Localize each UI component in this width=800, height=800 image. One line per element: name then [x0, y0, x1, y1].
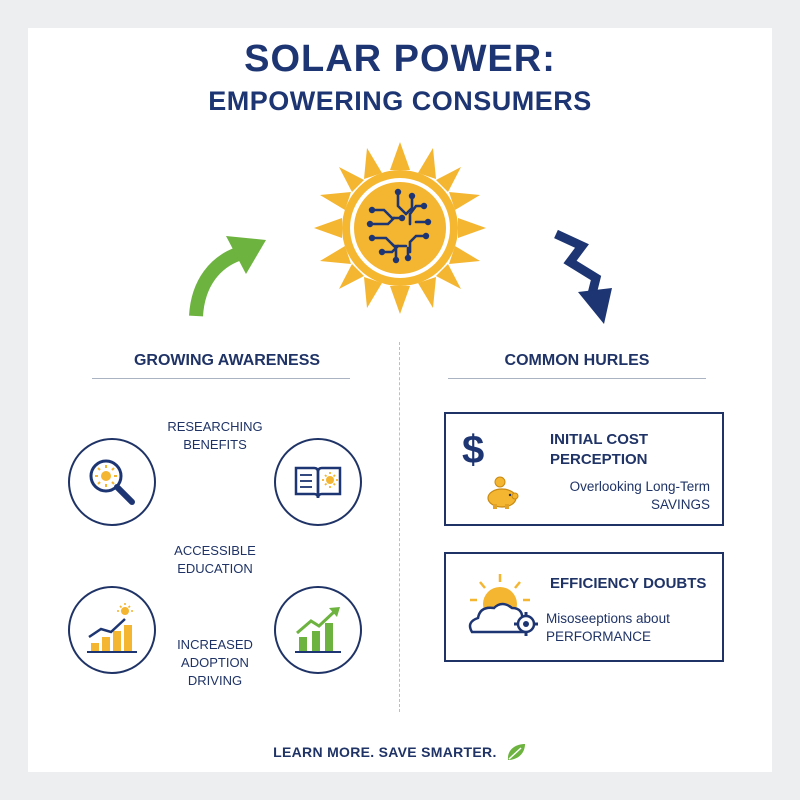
- label-researching-benefits: RESEARCHING BENEFITS: [167, 419, 263, 452]
- sun-cloud-gear-icon: [464, 570, 540, 647]
- bar-chart-sun-icon: [68, 586, 156, 674]
- footer-tagline: LEARN MORE. SAVE SMARTER.: [0, 742, 800, 765]
- piggy-bank-icon: [482, 476, 522, 515]
- navy-zigzag-down-arrow-icon: [552, 228, 632, 328]
- divider-right: [448, 378, 706, 379]
- hurdle-card-initial-cost: $ INITIAL COST PERCEPTION Overlooking Lo…: [444, 412, 724, 526]
- label-accessible-education: ACCESSIBLE EDUCATION: [174, 543, 256, 576]
- hurdle-card-efficiency: EFFICIENCY DOUBTS Misoseeptions about PE…: [444, 552, 724, 662]
- center-divider: [399, 342, 400, 712]
- section-heading-hurdles: COMMON HURLES: [504, 352, 650, 369]
- card-title-initial-cost: INITIAL COST PERCEPTION: [550, 431, 649, 468]
- label-increased-adoption: INCREASED ADOPTION DRIVING: [177, 637, 253, 688]
- section-heading-awareness: GROWING AWARENESS: [133, 352, 321, 369]
- card-sub-efficiency: Misoseeptions about PERFORMANCE: [546, 611, 670, 644]
- leaf-icon: [505, 742, 527, 765]
- open-book-sun-icon: [274, 438, 362, 526]
- divider-left: [92, 378, 350, 379]
- growth-chart-arrow-icon: [274, 586, 362, 674]
- dollar-icon: $: [462, 428, 485, 472]
- card-title-efficiency: EFFICIENCY DOUBTS: [550, 575, 707, 592]
- magnifier-sun-icon: [68, 438, 156, 526]
- page-subtitle: EMPOWERING CONSUMERS: [208, 86, 592, 116]
- circuit-sun-icon: [312, 140, 488, 316]
- green-curved-up-arrow-icon: [186, 232, 276, 322]
- card-sub-initial-cost: Overlooking Long-Term SAVINGS: [569, 479, 710, 512]
- page-title: SOLAR POWER:: [244, 38, 556, 80]
